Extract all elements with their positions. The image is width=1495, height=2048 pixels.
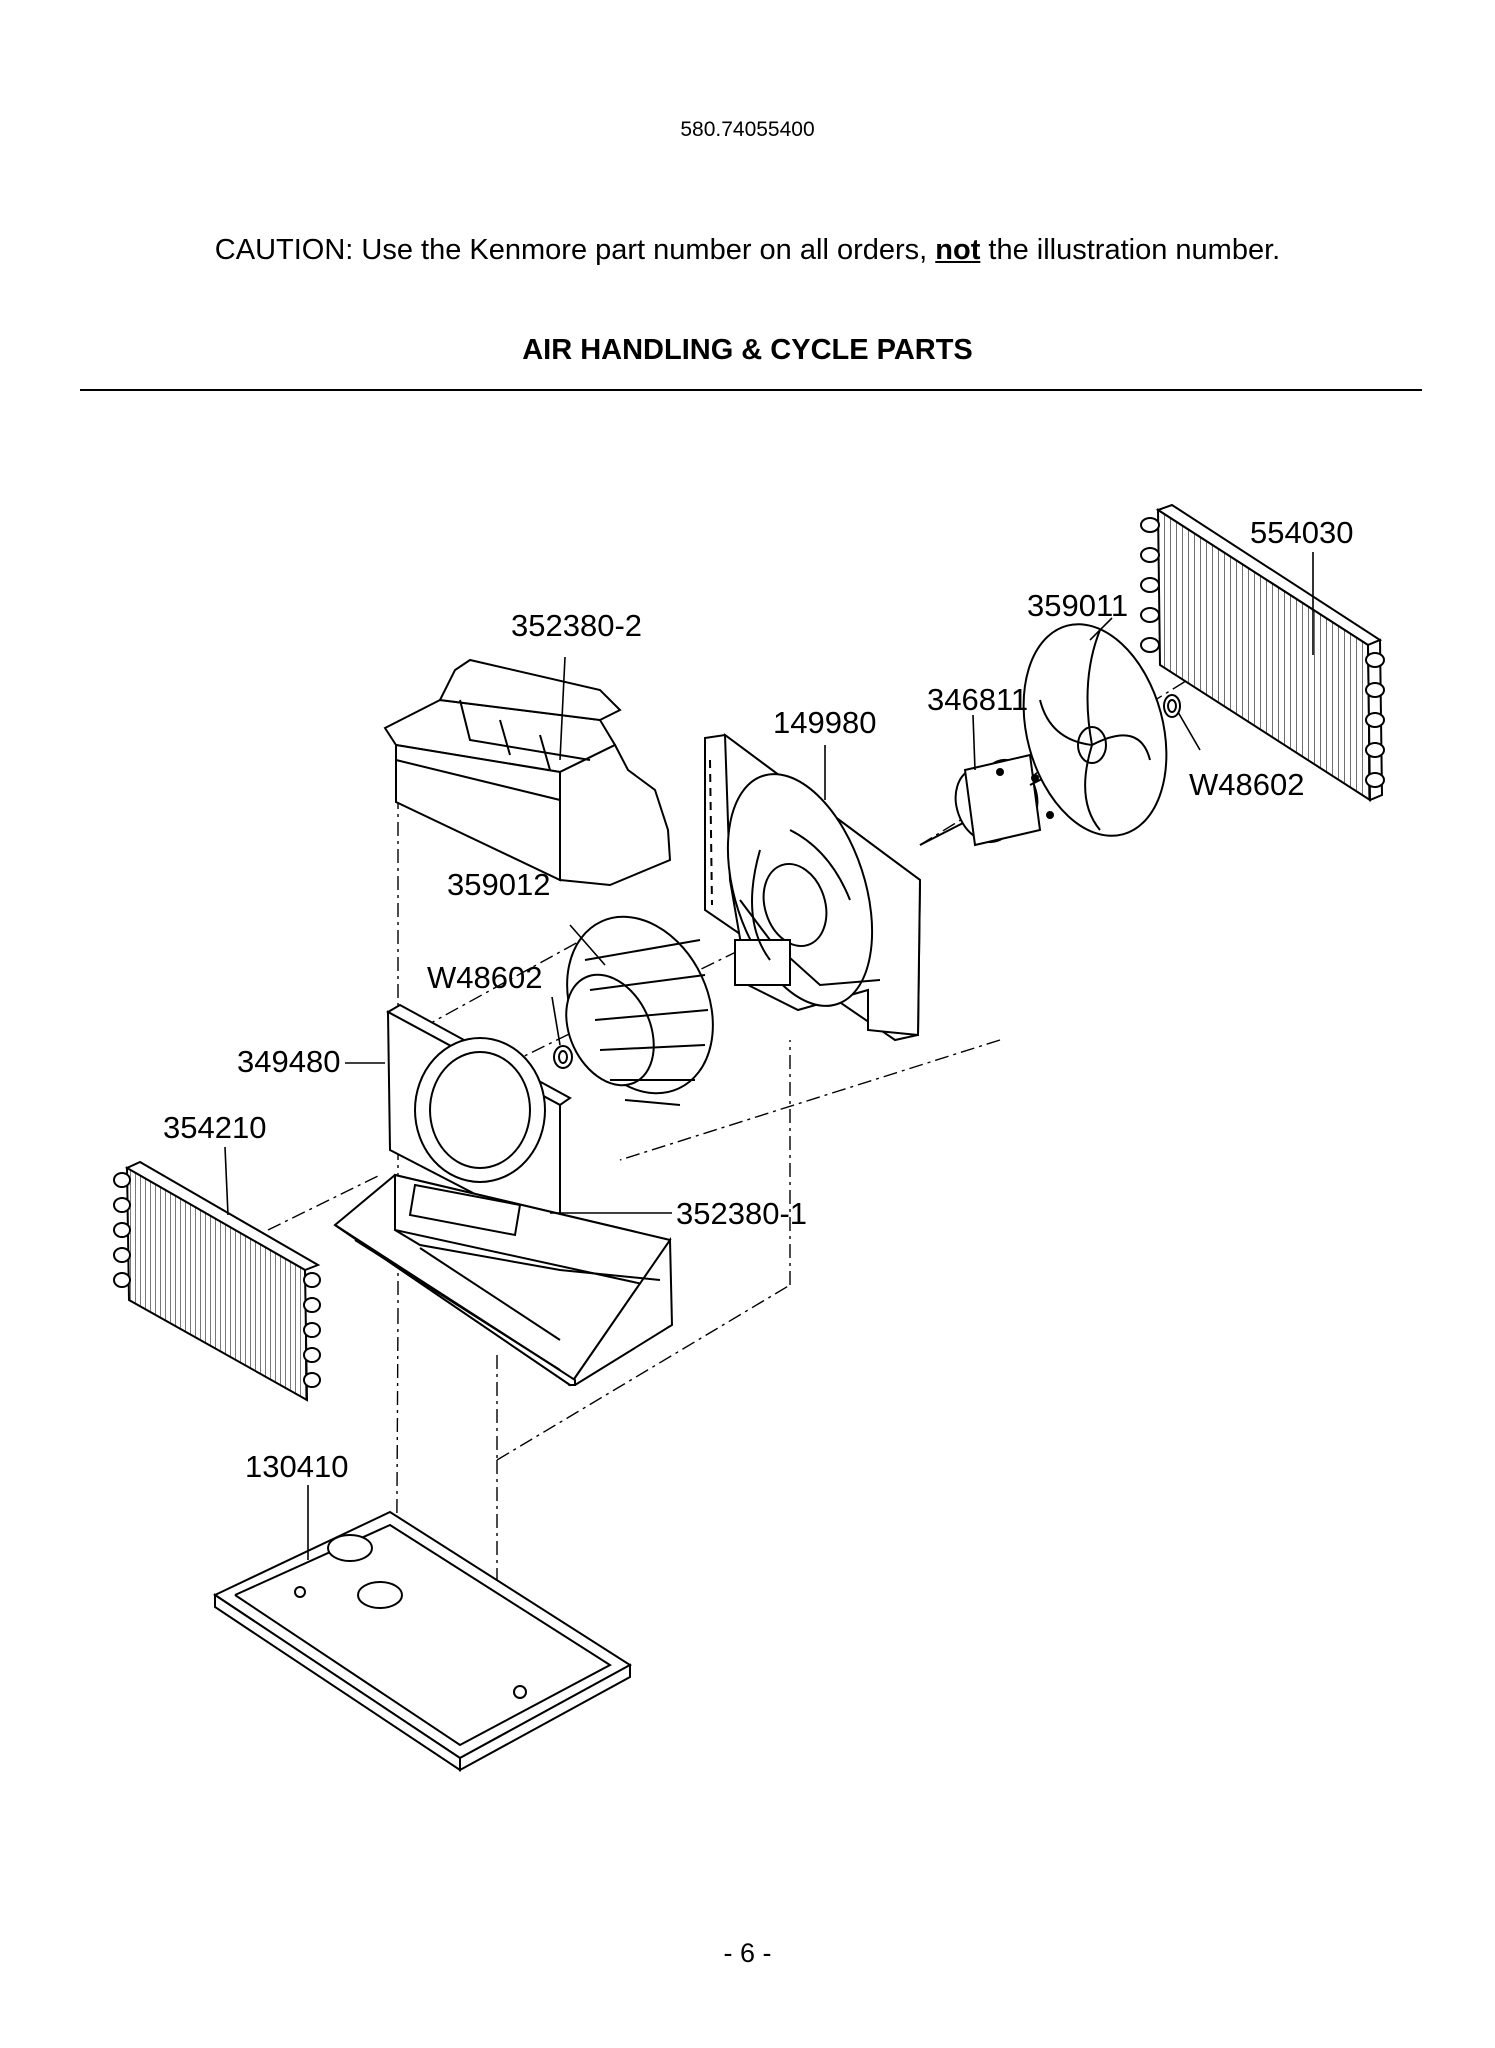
- propeller-fan-part: [1022, 623, 1168, 837]
- part-label-352380-2: 352380-2: [511, 608, 642, 643]
- part-label-352380-1: 352380-1: [676, 1196, 807, 1231]
- title-divider: [80, 389, 1422, 391]
- fan-shroud-part: [704, 732, 922, 1042]
- model-number: 580.74055400: [680, 118, 815, 141]
- caution-emphasis: not: [935, 234, 981, 266]
- evaporator-coil-part: [113, 1160, 321, 1402]
- retaining-clip-upper: [1163, 694, 1181, 718]
- caution-suffix: the illustration number.: [980, 234, 1281, 266]
- orifice-plate-part: [385, 1003, 572, 1240]
- part-labels: 554030 359011 352380-2 346811 149980 W48…: [163, 515, 1353, 1484]
- part-label-349480: 349480: [237, 1044, 340, 1079]
- section-title: AIR HANDLING & CYCLE PARTS: [522, 334, 973, 366]
- blower-wheel-part: [565, 915, 714, 1106]
- part-label-354210: 354210: [163, 1110, 266, 1145]
- lower-housing-part: [333, 1173, 674, 1387]
- part-label-346811: 346811: [927, 682, 1028, 717]
- part-label-359011: 359011: [1027, 588, 1128, 623]
- part-label-149980: 149980: [773, 705, 876, 740]
- part-label-w48602-upper: W48602: [1189, 767, 1304, 802]
- caution-note: CAUTION: Use the Kenmore part number on …: [0, 234, 1495, 267]
- base-pan-part: [212, 1510, 632, 1772]
- part-label-w48602-lower: W48602: [427, 960, 542, 995]
- condenser-coil-part: [1140, 503, 1385, 802]
- part-label-130410: 130410: [245, 1449, 348, 1484]
- upper-housing-part: [383, 658, 672, 887]
- part-label-359012: 359012: [447, 867, 550, 902]
- retaining-clip-lower: [553, 1045, 573, 1069]
- part-label-554030: 554030: [1250, 515, 1353, 550]
- fan-motor-part: [919, 753, 1071, 847]
- caution-prefix: CAUTION: Use the Kenmore part number on …: [214, 234, 936, 266]
- leader-lines: [224, 552, 1314, 1560]
- page-number: - 6 -: [723, 1938, 772, 1968]
